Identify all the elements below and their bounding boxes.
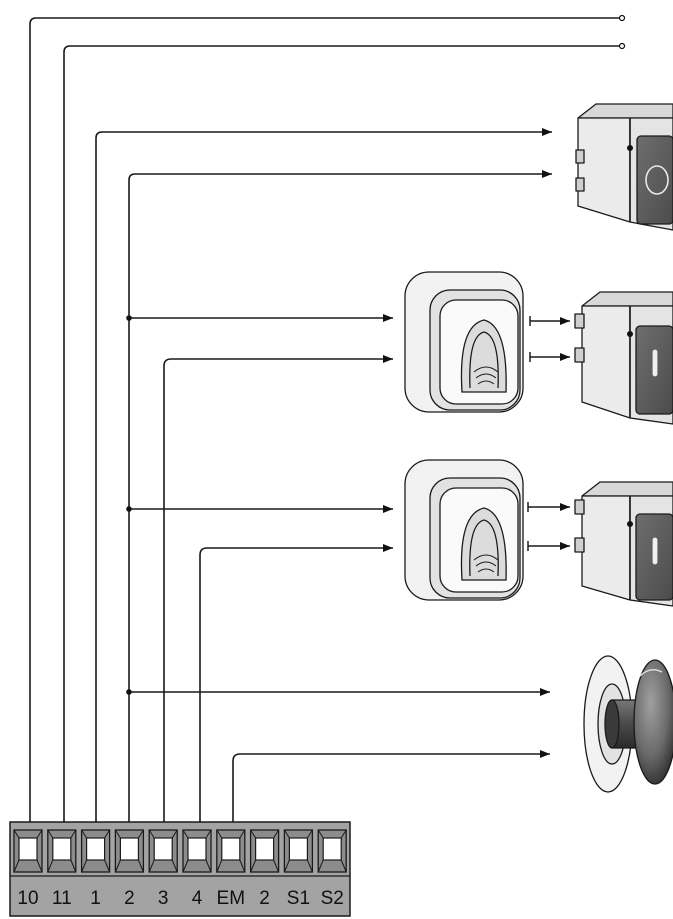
wire-end-terminal-10 — [618, 14, 626, 22]
photocell-tx-icon — [574, 481, 673, 607]
wire-terminal-4 — [195, 544, 393, 846]
wire-terminal-10 — [25, 17, 620, 846]
terminal-slot — [114, 829, 145, 873]
wire-terminal-1 — [91, 128, 552, 846]
photocell-icon — [404, 271, 524, 413]
emergency-stop-icon — [583, 655, 673, 793]
terminal-slot — [317, 829, 347, 873]
wire-end-terminal-11 — [618, 42, 626, 50]
key-switch-icon — [575, 103, 673, 231]
terminal-label: 2 — [259, 888, 270, 909]
terminal-label: 1 — [90, 888, 101, 909]
wire-terminal-2 — [124, 170, 552, 846]
junction-dot — [126, 689, 132, 695]
terminal-slot — [47, 829, 77, 873]
wire-terminal-em — [228, 750, 550, 846]
wire-terminal-11 — [59, 45, 620, 846]
terminal-label: EM — [217, 888, 246, 909]
terminal-slot — [182, 829, 212, 873]
terminal-label: S2 — [321, 888, 344, 909]
terminal-slot — [216, 829, 246, 873]
terminal-label: 11 — [52, 888, 72, 909]
wires — [25, 14, 626, 846]
terminal-label: 10 — [17, 888, 38, 909]
terminal-slot — [13, 829, 43, 873]
terminal-label: 2 — [124, 888, 135, 909]
wire-terminal-3 — [159, 355, 393, 846]
terminal-slot — [80, 829, 111, 873]
junction-dot — [126, 315, 132, 321]
terminal-slot — [283, 829, 314, 873]
photocell-icon — [404, 459, 524, 601]
terminal-slot — [249, 829, 280, 873]
terminal-label: 3 — [158, 888, 169, 909]
terminal-label: S1 — [287, 888, 310, 909]
terminal-slot — [148, 829, 178, 873]
junction-dot — [126, 506, 132, 512]
photocell-tx-icon — [574, 291, 673, 425]
terminal-label: 4 — [192, 888, 203, 909]
